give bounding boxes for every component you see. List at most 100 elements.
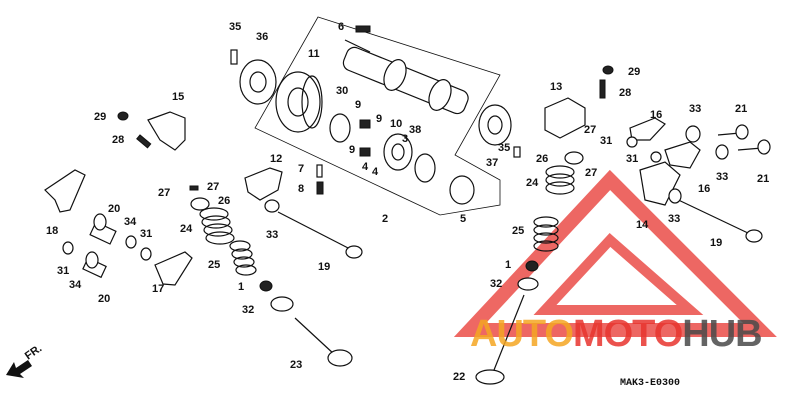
seat-32-left	[270, 296, 294, 312]
bearing-10	[383, 133, 413, 171]
rocker-shaft-20b	[82, 251, 107, 279]
part-number-34: 34	[69, 279, 82, 291]
part-number-11: 11	[308, 48, 320, 60]
part-number-23: 23	[290, 359, 302, 371]
washer-33-mid	[715, 144, 729, 160]
part-number-38: 38	[409, 124, 421, 136]
outer-spring-24-right	[545, 165, 575, 195]
part-number-29: 29	[628, 66, 640, 78]
part-number-3: 3	[402, 133, 408, 145]
spring-28-right	[599, 79, 606, 99]
part-number-16: 16	[650, 109, 662, 121]
bearing-36	[239, 59, 277, 105]
part-number-27: 27	[585, 167, 597, 179]
camshaft-assembly-frame	[254, 16, 501, 216]
part-number-33: 33	[668, 213, 680, 225]
part-number-27: 27	[207, 181, 219, 193]
part-number-34: 34	[124, 216, 137, 228]
watermark-hub: HUB	[682, 313, 762, 355]
spring-28-left	[136, 134, 152, 149]
pin-35-right	[513, 146, 521, 158]
bearing-37	[478, 104, 512, 146]
retainer-26-right	[564, 151, 584, 165]
cotter-1-right	[525, 260, 539, 272]
part-number-29: 29	[94, 111, 106, 123]
cam-sprocket-11	[275, 71, 323, 133]
part-number-4: 4	[372, 166, 379, 178]
part-number-9: 9	[355, 99, 361, 111]
outer-spring-24-left	[199, 207, 235, 245]
part-number-31: 31	[57, 265, 69, 277]
part-number-10: 10	[390, 118, 402, 130]
pin-35	[230, 49, 238, 65]
part-number-30: 30	[336, 85, 348, 97]
cotter-1-left	[259, 280, 273, 292]
part-number-26: 26	[536, 153, 548, 165]
part-number-20: 20	[108, 203, 120, 215]
washer-33-left	[264, 199, 280, 213]
part-number-19: 19	[318, 261, 330, 273]
washer-33-low	[668, 188, 682, 204]
part-number-28: 28	[112, 134, 124, 146]
rocker-shaft-20a	[89, 213, 117, 245]
rocker-arm-12	[244, 167, 283, 201]
inner-spring-25-left	[229, 240, 257, 276]
washer-3	[414, 153, 436, 183]
part-number-17: 17	[152, 283, 164, 295]
rocker-arm-16b	[664, 141, 701, 169]
part-number-32: 32	[242, 304, 254, 316]
part-number-35: 35	[229, 21, 241, 33]
part-number-4: 4	[362, 161, 369, 173]
part-number-25: 25	[208, 259, 220, 271]
front-marker-label: FR.	[23, 342, 44, 362]
part-number-12: 12	[270, 153, 282, 165]
part-number-20: 20	[98, 293, 110, 305]
watermark-wordmark: AUTOMOTOHUB	[470, 313, 763, 355]
part-number-25: 25	[512, 225, 524, 237]
watermark-auto: AUTO	[470, 313, 574, 355]
part-number-18: 18	[46, 225, 58, 237]
rocker-shaft-21b	[737, 139, 771, 155]
part-number-28: 28	[619, 87, 631, 99]
part-number-37: 37	[486, 157, 498, 169]
washer-29-left	[117, 111, 129, 121]
part-number-19: 19	[710, 237, 722, 249]
part-number-35: 35	[498, 142, 510, 154]
watermark-moto: MOTO	[572, 313, 683, 355]
part-number-16: 16	[698, 183, 710, 195]
part-number-6: 6	[338, 21, 344, 33]
part-number-24: 24	[526, 177, 539, 189]
spring-9a	[359, 119, 371, 129]
watermark-logo	[453, 169, 777, 337]
part-number-27: 27	[158, 187, 170, 199]
spring-8	[316, 181, 324, 195]
part-number-13: 13	[550, 81, 562, 93]
retainer-26-left	[190, 197, 210, 211]
part-number-5: 5	[460, 213, 466, 225]
washer-34-upper	[125, 235, 137, 249]
part-number-21: 21	[757, 173, 769, 185]
part-number-31: 31	[626, 153, 638, 165]
washer-31-left	[62, 241, 74, 255]
clip-27-left	[189, 185, 199, 191]
part-number-33: 33	[716, 171, 728, 183]
pushrod-19-left	[277, 211, 363, 259]
part-number-21: 21	[735, 103, 747, 115]
part-number-9: 9	[349, 144, 355, 156]
part-number-31: 31	[140, 228, 152, 240]
washer-29-right	[602, 65, 614, 75]
washer-30	[329, 113, 351, 143]
valve-23	[294, 317, 353, 367]
spring-6	[355, 25, 371, 33]
part-number-24: 24	[180, 223, 193, 235]
part-number-7: 7	[298, 163, 304, 175]
part-number-1: 1	[238, 281, 244, 293]
part-number-36: 36	[256, 31, 268, 43]
part-number-31: 31	[600, 135, 612, 147]
part-number-33: 33	[689, 103, 701, 115]
part-number-32: 32	[490, 278, 502, 290]
washer-31-mid	[140, 247, 152, 261]
